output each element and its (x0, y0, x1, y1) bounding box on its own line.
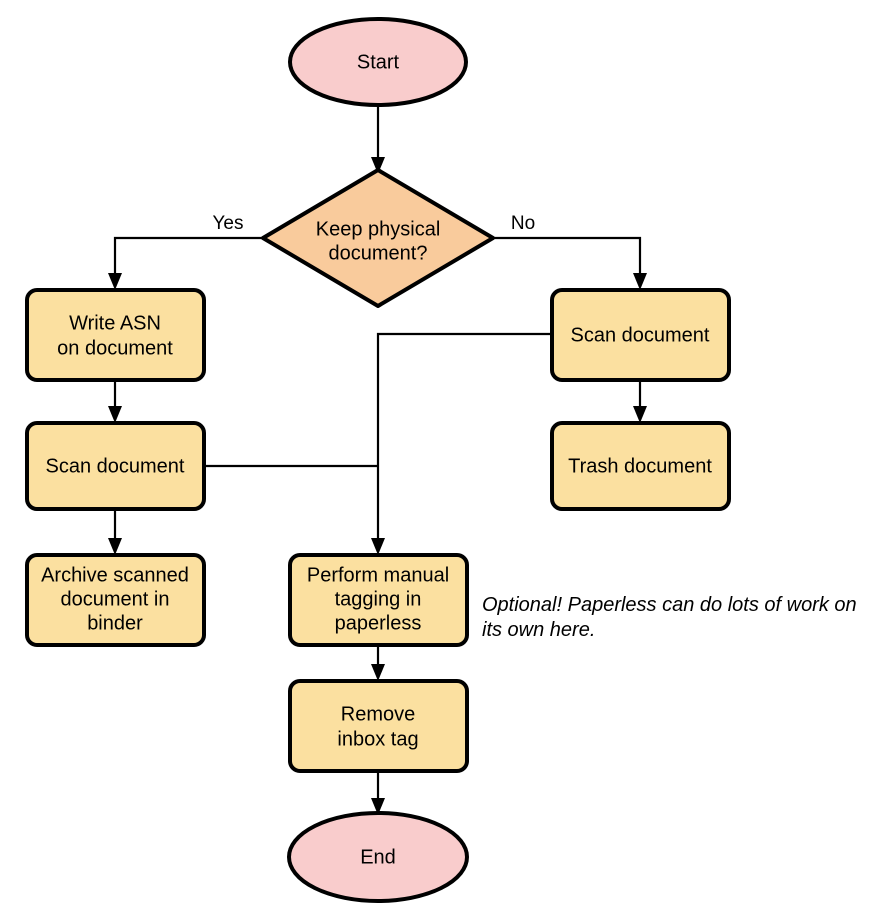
node-archive-scanned-document[interactable]: Archive scanned document in binder (25, 553, 206, 647)
arrowhead-icon (633, 273, 647, 290)
node-end-label: End (360, 846, 396, 868)
edge-line (376, 332, 552, 543)
node-decision-label-line1: Keep physical (316, 218, 441, 240)
node-tagging-label-line1: Perform manual (307, 564, 449, 586)
node-write-asn-label-line1: Write ASN (69, 312, 161, 334)
arrowhead-icon (371, 538, 385, 555)
node-archive-label-line1: Archive scanned (41, 564, 189, 586)
edge-decision-to-write-asn: Yes (108, 213, 264, 290)
node-write-asn[interactable]: Write ASN on document (25, 288, 206, 382)
arrowhead-icon (371, 157, 385, 174)
node-archive-label-line3: binder (87, 612, 143, 634)
node-decision-label-line2: document? (329, 242, 428, 264)
edge-write-asn-to-scan-left (108, 380, 122, 423)
node-perform-manual-tagging[interactable]: Perform manual tagging in paperless (288, 553, 469, 647)
node-remove-inbox-label-line1: Remove (341, 703, 415, 725)
edge-remove-inbox-to-end (371, 771, 385, 815)
edge-scan-left-to-archive (108, 509, 122, 555)
node-start[interactable]: Start (288, 17, 468, 107)
node-scan-document-left-label: Scan document (46, 455, 185, 477)
edge-start-to-decision (371, 101, 385, 174)
annotation-line1: Optional! Paperless can do lots of work … (482, 594, 857, 616)
archive-box-shape[interactable] (25, 553, 206, 647)
remove-inbox-tag-box-shape[interactable] (288, 679, 469, 773)
node-trash-document[interactable]: Trash document (550, 421, 731, 511)
decision-diamond-shape[interactable] (261, 168, 495, 308)
arrowhead-icon (633, 406, 647, 423)
tagging-box-shape[interactable] (288, 553, 469, 647)
edge-decision-to-scan-right: No (492, 213, 647, 290)
edge-line (492, 236, 642, 278)
annotation-line2: its own here. (482, 619, 595, 641)
start-ellipse-shape[interactable] (288, 17, 468, 107)
node-scan-document-right[interactable]: Scan document (550, 288, 731, 382)
node-remove-inbox-label-line2: inbox tag (337, 728, 418, 750)
arrowhead-icon (371, 798, 385, 815)
scan-document-right-box-shape[interactable] (550, 288, 731, 382)
node-scan-document-right-label: Scan document (571, 324, 710, 346)
node-trash-document-label: Trash document (568, 455, 712, 477)
edge-line (113, 236, 264, 278)
edge-tagging-to-remove-inbox (371, 645, 385, 681)
edge-scan-right-to-trash (633, 380, 647, 423)
scan-document-left-box-shape[interactable] (25, 421, 206, 511)
arrowhead-icon (108, 406, 122, 423)
annotation-optional-note: Optional! Paperless can do lots of work … (482, 594, 857, 641)
arrowhead-icon (108, 273, 122, 290)
node-tagging-label-line3: paperless (335, 612, 422, 634)
arrowhead-icon (371, 664, 385, 681)
arrowhead-icon (108, 538, 122, 555)
edge-scan-right-to-tagging (371, 332, 552, 555)
node-start-label: Start (357, 51, 400, 73)
node-end[interactable]: End (287, 811, 469, 903)
node-archive-label-line2: document in (61, 588, 170, 610)
node-scan-document-left[interactable]: Scan document (25, 421, 206, 511)
write-asn-box-shape[interactable] (25, 288, 206, 382)
edge-label-yes: Yes (213, 213, 244, 234)
end-ellipse-shape[interactable] (287, 811, 469, 903)
trash-document-box-shape[interactable] (550, 421, 731, 511)
node-remove-inbox-tag[interactable]: Remove inbox tag (288, 679, 469, 773)
node-tagging-label-line2: tagging in (335, 588, 422, 610)
node-write-asn-label-line2: on document (57, 337, 173, 359)
node-decision-keep-physical-document[interactable]: Keep physical document? (261, 168, 495, 308)
edge-label-no: No (511, 213, 535, 234)
